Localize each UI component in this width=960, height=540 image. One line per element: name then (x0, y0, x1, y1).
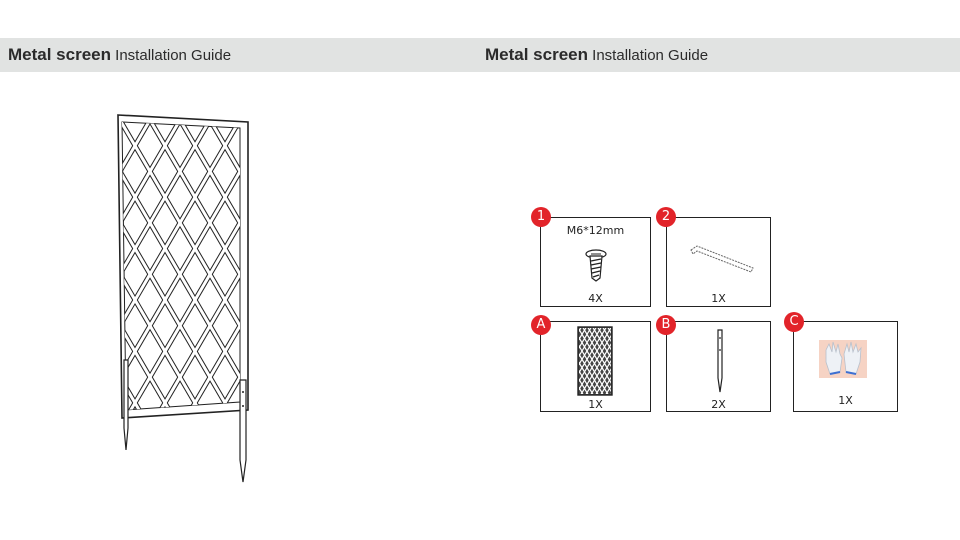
metal-screen-illustration (117, 114, 249, 483)
ground-stake-icon (717, 329, 723, 393)
badge-1: 1 (531, 207, 551, 227)
badge-c: C (784, 312, 804, 332)
title-product: Metal screen (8, 45, 111, 64)
quantity-label: 1X (588, 398, 603, 411)
badge-a: A (531, 315, 551, 335)
lattice-panel-icon (577, 326, 613, 396)
title-product: Metal screen (485, 45, 588, 64)
part-screen-panel: 1X (540, 321, 651, 412)
header-bar (0, 38, 960, 72)
page-title-left: Metal screen Installation Guide (8, 45, 231, 65)
part-gloves: 1X (793, 321, 898, 412)
part-screws: M6*12mm 4X (540, 217, 651, 307)
quantity-label: 1X (838, 394, 853, 407)
quantity-label: 2X (711, 398, 726, 411)
screw-icon (585, 249, 607, 282)
page-title-right: Metal screen Installation Guide (485, 45, 708, 65)
part-ground-stakes: 2X (666, 321, 771, 412)
title-subtitle: Installation Guide (115, 47, 232, 64)
title-subtitle: Installation Guide (592, 47, 709, 64)
badge-b: B (656, 315, 676, 335)
hex-key-icon (690, 245, 754, 273)
badge-2: 2 (656, 207, 676, 227)
quantity-label: 1X (711, 292, 726, 305)
part-size-label: M6*12mm (566, 224, 625, 237)
quantity-label: 4X (588, 292, 603, 305)
gloves-icon (819, 340, 867, 378)
part-hex-key: 1X (666, 217, 771, 307)
